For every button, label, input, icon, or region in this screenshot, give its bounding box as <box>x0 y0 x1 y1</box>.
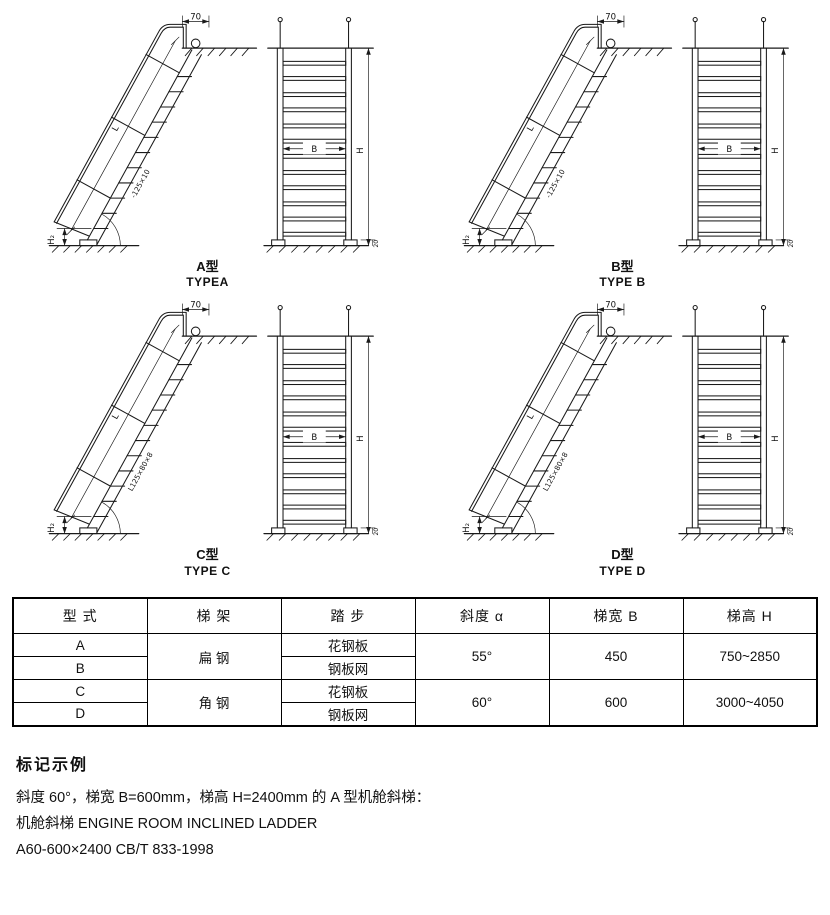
dim-label-H: H <box>355 147 365 153</box>
cell-step: 钢板网 <box>280 656 416 680</box>
drawing-panel-b: 70 L -125×10 H₂ B H 20 B型 TYPE B <box>415 12 830 290</box>
header-type: 型 式 <box>12 597 148 634</box>
drawing-panel-c: 70 L L125×80×8 H₂ B H 20 C型 TYPE C <box>0 300 415 578</box>
cell-slope: 60° <box>414 679 550 726</box>
dim-label-H2: H₂ <box>47 523 57 533</box>
dim-label-H2: H₂ <box>462 235 472 245</box>
drawings-grid: 70 L -125×10 H₂ B H 20 A型 TYPEA 70 L -12… <box>0 12 830 579</box>
panel-caption-d: D型 TYPE D <box>599 547 645 578</box>
dim-label-B: B <box>311 433 317 443</box>
dim-label-H: H <box>770 147 780 153</box>
dim-label-H: H <box>355 436 365 442</box>
dim-label-20: 20 <box>372 528 379 536</box>
header-width: 梯宽 B <box>548 597 684 634</box>
dim-label-B: B <box>726 145 732 155</box>
ladder-symbol-use <box>463 303 791 542</box>
ladder-drawing-a: 70 L -125×10 H₂ B H 20 <box>47 13 379 253</box>
table-row: C 角 钢 花钢板 60° 600 3000~4050 <box>12 679 818 726</box>
header-frame: 梯 架 <box>146 597 282 634</box>
dim-label-70: 70 <box>190 301 201 311</box>
marking-example-line1: 斜度 60°，梯宽 B=600mm，梯高 H=2400mm 的 A 型机舱斜梯： <box>16 789 431 806</box>
ladder-symbol-use <box>48 15 376 253</box>
dim-label-H2: H₂ <box>47 235 57 245</box>
header-slope: 斜度 α <box>414 597 550 634</box>
dim-label-L: L <box>110 124 121 133</box>
cell-slope: 55° <box>414 633 550 680</box>
ladder-drawing-c: 70 L L125×80×8 H₂ B H 20 <box>47 301 379 542</box>
dim-label-20: 20 <box>787 528 794 536</box>
cell-frame: 角 钢 <box>146 679 282 726</box>
dim-label-70: 70 <box>190 13 201 23</box>
panel-caption-c: C型 TYPE C <box>184 547 230 578</box>
panel-caption-cn: A型 <box>196 259 219 274</box>
cell-width: 600 <box>548 679 684 726</box>
dim-label-H: H <box>770 436 780 442</box>
marking-example-section: 标记示例 斜度 60°，梯宽 B=600mm，梯高 H=2400mm 的 A 型… <box>16 751 830 863</box>
dim-label-H2: H₂ <box>462 523 472 533</box>
cell-type: A <box>12 633 148 657</box>
ladder-symbol-use <box>48 303 376 542</box>
panel-caption-cn: C型 <box>196 547 219 563</box>
cell-type: D <box>12 702 148 726</box>
cell-step: 钢板网 <box>280 702 416 726</box>
dim-label-20: 20 <box>372 240 379 248</box>
cell-step: 花钢板 <box>280 679 416 703</box>
drawing-panel-d: 70 L L125×80×8 H₂ B H 20 D型 TYPE D <box>415 300 830 578</box>
table-header-row: 型 式 梯 架 踏 步 斜度 α 梯宽 B 梯高 H <box>12 597 818 634</box>
dim-label-L: L <box>525 412 536 421</box>
cell-height: 750~2850 <box>682 633 818 680</box>
dim-label-L: L <box>110 412 121 421</box>
panel-caption-en: TYPE C <box>184 563 231 578</box>
panel-caption-cn: B型 <box>611 259 634 274</box>
dim-label-70: 70 <box>605 301 616 311</box>
marking-example-line2: 机舱斜梯 ENGINE ROOM INCLINED LADDER <box>16 815 318 832</box>
panel-caption-en: TYPEA <box>186 275 229 290</box>
dim-label-70: 70 <box>605 13 616 23</box>
cell-type: C <box>12 679 148 703</box>
ladder-symbol-use <box>463 15 791 253</box>
dim-label-L: L <box>525 124 536 133</box>
ladder-drawing-b: 70 L -125×10 H₂ B H 20 <box>462 13 794 253</box>
marking-example-title: 标记示例 <box>16 756 89 774</box>
dim-label-B: B <box>726 433 732 443</box>
cell-step: 花钢板 <box>280 633 416 657</box>
panel-caption-cn: D型 <box>611 547 634 563</box>
dim-label-20: 20 <box>787 240 794 248</box>
dim-label-B: B <box>311 145 317 155</box>
ladder-drawing-d: 70 L L125×80×8 H₂ B H 20 <box>462 301 794 542</box>
table-row: A 扁 钢 花钢板 55° 450 750~2850 <box>12 633 818 680</box>
panel-caption-b: B型 TYPE B <box>599 259 645 290</box>
panel-caption-a: A型 TYPEA <box>186 259 229 290</box>
header-height: 梯高 H <box>682 597 818 634</box>
table-row: D 钢板网 <box>12 702 817 726</box>
cell-type: B <box>12 656 148 680</box>
spec-table: 型 式 梯 架 踏 步 斜度 α 梯宽 B 梯高 H A 扁 钢 花钢板 55°… <box>12 596 818 727</box>
panel-caption-en: TYPE D <box>599 563 646 578</box>
cell-frame: 扁 钢 <box>146 633 282 680</box>
cell-height: 3000~4050 <box>682 679 818 726</box>
drawing-panel-a: 70 L -125×10 H₂ B H 20 A型 TYPEA <box>0 12 415 290</box>
cell-width: 450 <box>548 633 684 680</box>
header-step: 踏 步 <box>280 597 416 634</box>
panel-caption-en: TYPE B <box>599 275 646 290</box>
marking-example-line3: A60-600×2400 CB/T 833-1998 <box>16 841 214 858</box>
